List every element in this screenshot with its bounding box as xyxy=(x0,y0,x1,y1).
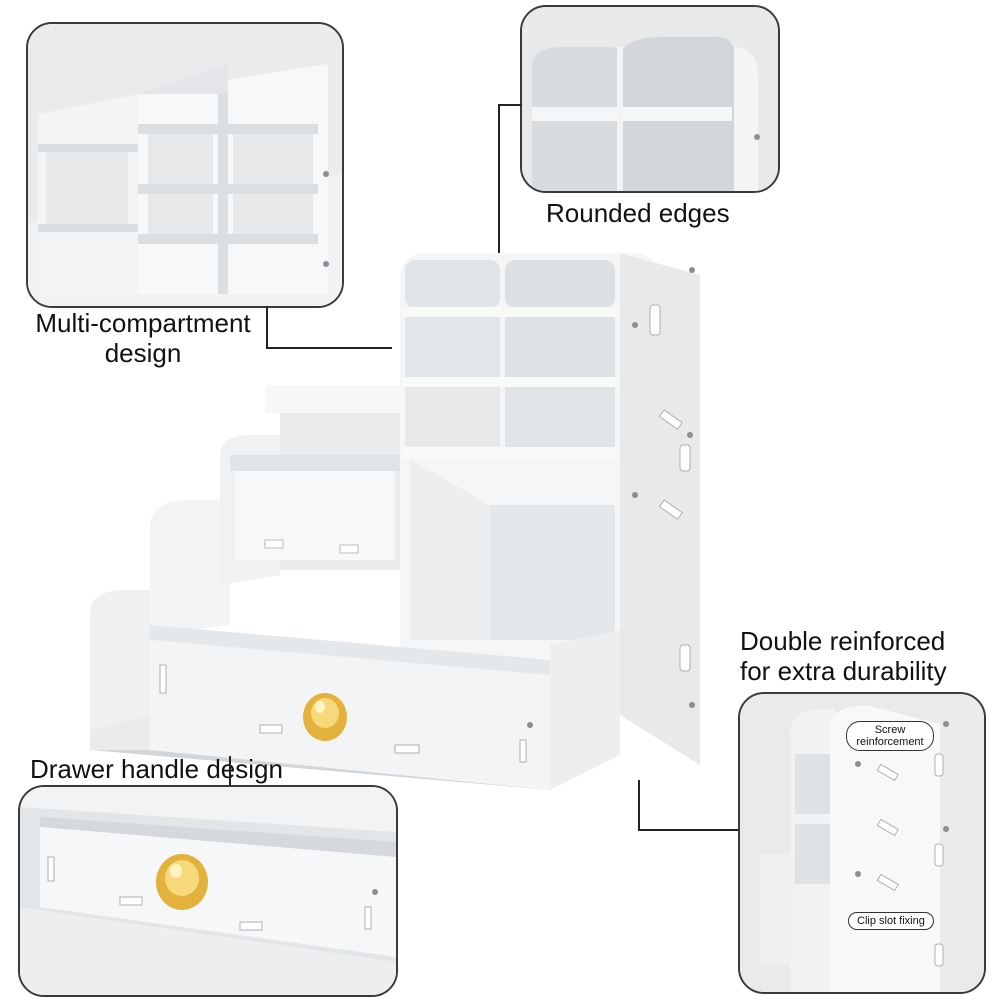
rounded-edges-photo xyxy=(522,7,778,191)
drawer-handle-label: Drawer handle design xyxy=(30,754,283,784)
inset-rounded-edges xyxy=(520,5,780,193)
callout-line-top xyxy=(498,104,500,254)
reinforced-label-line2: for extra durability xyxy=(740,656,947,686)
callout-line-left xyxy=(266,306,268,348)
callout-line-left-h xyxy=(266,347,392,349)
inset-multi-compartment xyxy=(26,22,344,308)
drawer-knob-closeup-icon xyxy=(156,854,208,910)
inset-reinforced xyxy=(738,692,986,994)
multi-compartment-photo xyxy=(28,24,342,306)
callout-line-bottom-left xyxy=(229,756,231,786)
callout-line-bottom-right-h xyxy=(638,829,740,831)
multi-compartment-label: Multi-compartment design xyxy=(35,308,251,368)
callout-line-bottom-right xyxy=(638,780,640,830)
desk-organizer-main-photo xyxy=(90,253,700,790)
drawer-handle-photo xyxy=(20,787,396,995)
callout-line-top-h xyxy=(498,104,522,106)
drawer-knob-icon xyxy=(303,693,347,741)
inset-drawer-handle xyxy=(18,785,398,997)
clip-slot-bubble: Clip slot fixing xyxy=(848,912,934,930)
reinforced-side-photo xyxy=(740,694,984,992)
screw-reinforcement-bubble: Screw reinforcement xyxy=(846,721,934,751)
reinforced-label-line1: Double reinforced xyxy=(740,626,946,656)
rounded-edges-label: Rounded edges xyxy=(546,198,730,228)
